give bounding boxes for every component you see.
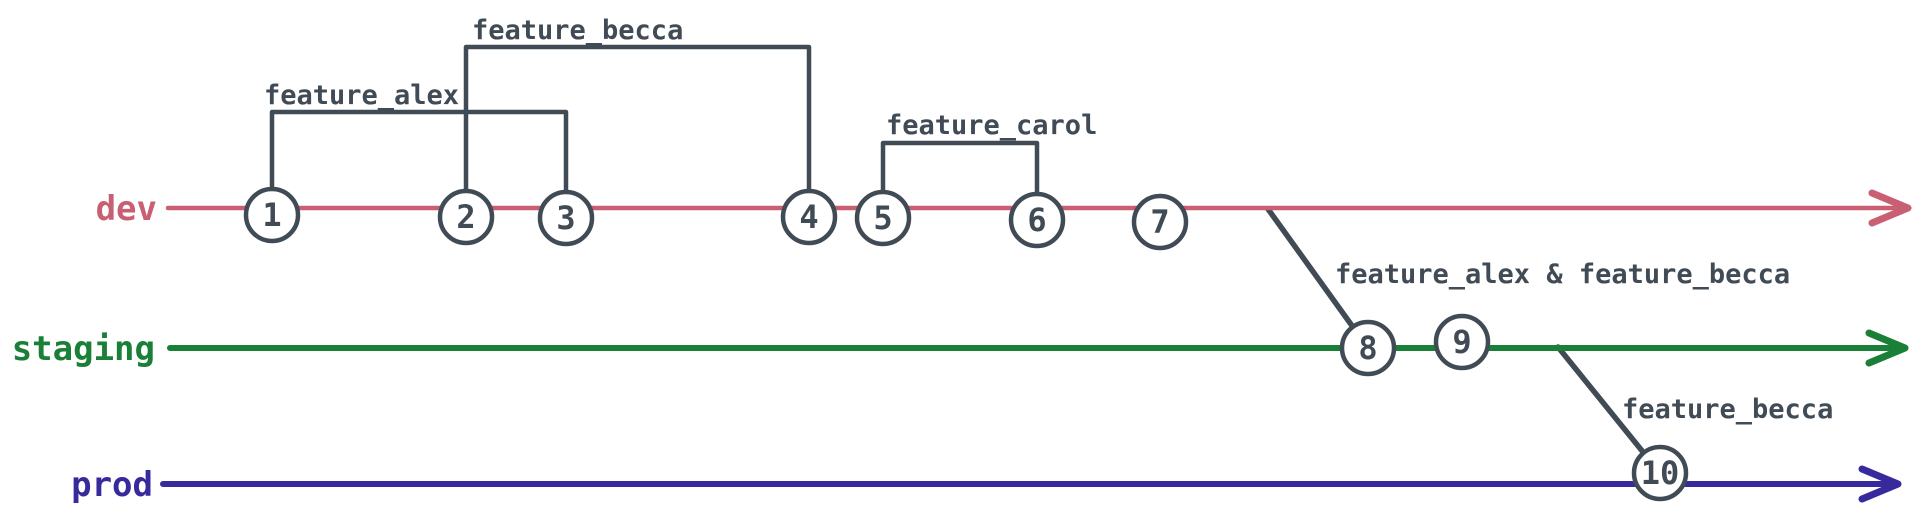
- feature-label: feature_carol: [886, 110, 1097, 141]
- merge-label: feature_alex & feature_becca: [1335, 259, 1790, 290]
- commit-circle: [1008, 191, 1066, 249]
- commit-node-4: 4: [780, 188, 838, 246]
- commit-number: 9: [1452, 323, 1471, 361]
- commit-node-3: 3: [537, 189, 595, 247]
- feature-label: feature_alex: [264, 80, 459, 111]
- commit-number: 1: [262, 196, 281, 234]
- commit-circle: [537, 189, 595, 247]
- feature-bracket-feature_carol: feature_carol: [880, 110, 1097, 223]
- commit-number: 6: [1027, 201, 1046, 239]
- branch-label-staging: staging: [12, 329, 155, 369]
- commit-number: 8: [1358, 329, 1377, 367]
- commit-circle: [854, 189, 912, 247]
- merge-edge-1: feature_alex & feature_becca: [1265, 206, 1790, 351]
- commit-node-1: 1: [243, 186, 301, 244]
- commit-circle: [243, 186, 301, 244]
- feature-bracket-feature_alex: feature_alex: [264, 80, 569, 221]
- feature-bracket-feature_becca: feature_becca: [463, 15, 812, 220]
- commit-number: 10: [1641, 454, 1680, 492]
- commit-circle: [1631, 444, 1689, 502]
- commit-node-2: 2: [437, 188, 495, 246]
- commit-circle: [1339, 319, 1397, 377]
- commit-node-5: 5: [854, 189, 912, 247]
- commit-number: 7: [1150, 203, 1169, 241]
- feature-label: feature_becca: [472, 15, 683, 46]
- commit-circle: [1131, 193, 1189, 251]
- arrow-right-icon: [1858, 465, 1902, 503]
- branch-label-prod: prod: [71, 465, 153, 505]
- merge-label: feature_becca: [1622, 394, 1833, 425]
- arrow-right-icon: [1868, 189, 1912, 227]
- commit-circle: [437, 188, 495, 246]
- commit-node-10: 10: [1631, 444, 1689, 502]
- commit-number: 3: [556, 199, 575, 237]
- commit-number: 5: [873, 199, 892, 237]
- commit-node-7: 7: [1131, 193, 1189, 251]
- branch-dev: dev: [96, 189, 1912, 229]
- commit-number: 2: [456, 198, 475, 236]
- commit-circle: [780, 188, 838, 246]
- arrow-right-icon: [1865, 329, 1909, 367]
- commit-node-9: 9: [1433, 313, 1491, 371]
- commit-number: 4: [799, 198, 818, 236]
- branch-prod: prod: [71, 465, 1902, 505]
- branch-staging: staging: [12, 329, 1909, 369]
- commit-node-8: 8: [1339, 319, 1397, 377]
- commit-node-6: 6: [1008, 191, 1066, 249]
- branch-label-dev: dev: [96, 189, 157, 229]
- commit-circle: [1433, 313, 1491, 371]
- merge-edge-2: feature_becca: [1555, 344, 1833, 476]
